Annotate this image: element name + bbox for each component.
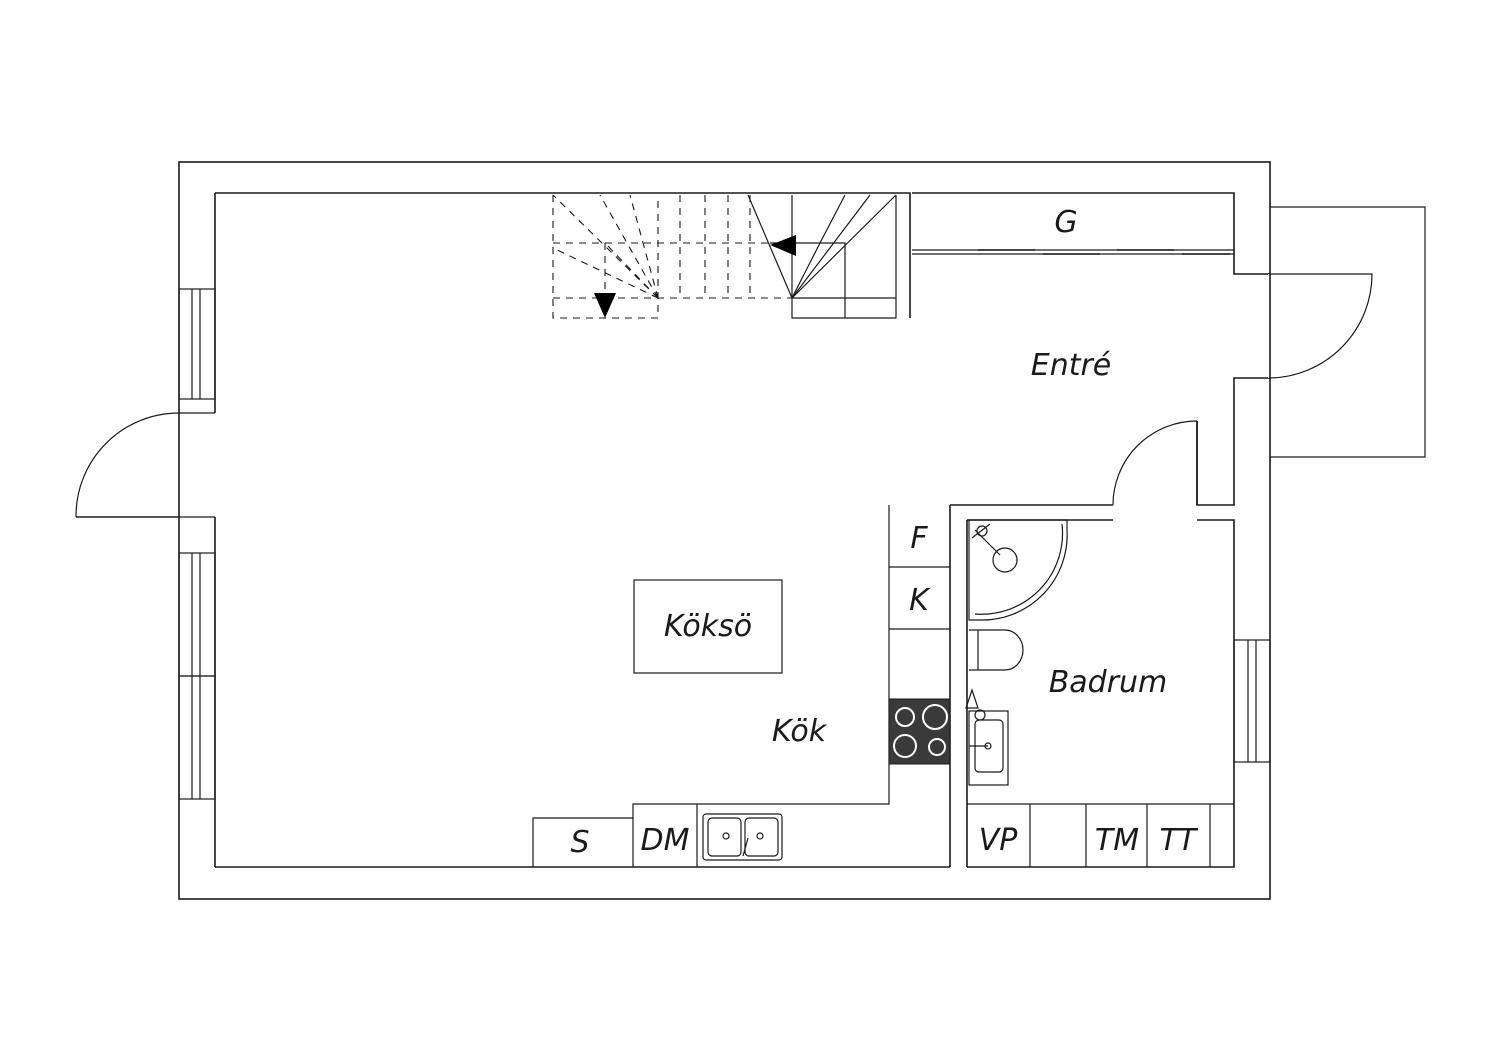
- windows: [178, 288, 1271, 800]
- stair-arrow-down: [594, 293, 616, 318]
- freezer-label: K: [909, 583, 931, 618]
- entrance-door: [1268, 206, 1426, 458]
- bathroom-sink: [965, 688, 1009, 786]
- wardrobe-label: G: [1054, 205, 1077, 240]
- water-heater-label: VP: [979, 823, 1019, 858]
- laundry-units: VP TM TT: [967, 803, 1234, 867]
- stove: [888, 698, 951, 765]
- kitchen-island: Köksö: [633, 579, 783, 674]
- dishwasher-label: DM: [641, 823, 690, 858]
- room-label-badrum: Badrum: [1049, 665, 1168, 700]
- exterior-walls: [178, 161, 1271, 900]
- wardrobe: G: [912, 205, 1234, 255]
- kitchen-island-label: Köksö: [664, 609, 752, 644]
- stairs-solid: [747, 194, 897, 319]
- fridge-label: F: [910, 521, 928, 556]
- dryer-label: TT: [1160, 823, 1199, 858]
- bathroom-partition: [949, 505, 968, 867]
- shower: [968, 519, 1068, 621]
- toilet: [969, 629, 1024, 671]
- room-label-entre: Entré: [1031, 348, 1112, 383]
- storage-label: S: [570, 825, 589, 860]
- washer-label: TM: [1095, 823, 1139, 858]
- kitchen-counter: S DM: [532, 804, 783, 867]
- bathroom-door: [1112, 420, 1198, 506]
- kitchen-sink: [702, 813, 783, 861]
- room-label-kok: Kök: [772, 714, 828, 749]
- staircase: [552, 194, 897, 319]
- kitchen-tall-units: F K: [632, 505, 950, 867]
- west-door: [75, 412, 218, 518]
- stair-arrow-left: [770, 235, 796, 256]
- stairs-dashed: [552, 194, 792, 319]
